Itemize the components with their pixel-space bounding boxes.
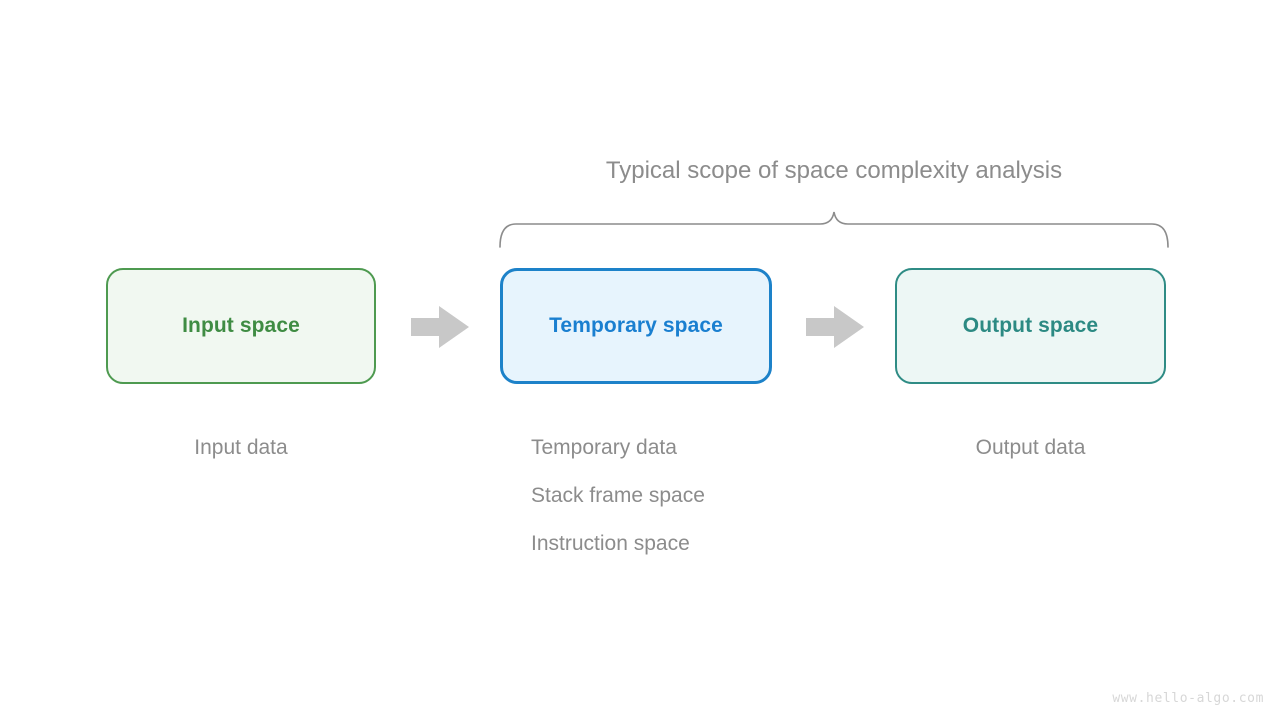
box-input-space[interactable]: Input space (106, 268, 376, 384)
box-temporary-space-label: Temporary space (549, 314, 723, 337)
arrow-right-icon (806, 306, 864, 348)
caption-temporary-list: Temporary data Stack frame space Instruc… (531, 424, 705, 568)
box-output-space[interactable]: Output space (895, 268, 1166, 384)
arrow-right-icon (411, 306, 469, 348)
caption-temporary-data: Temporary data (531, 436, 677, 459)
caption-instruction-space: Instruction space (531, 532, 690, 555)
watermark: www.hello-algo.com (1112, 691, 1264, 706)
caption-stack-frame-space: Stack frame space (531, 484, 705, 507)
scope-title: Typical scope of space complexity analys… (605, 157, 1063, 184)
box-temporary-space[interactable]: Temporary space (500, 268, 772, 384)
box-output-space-label: Output space (962, 314, 1099, 337)
scope-brace-icon (499, 211, 1169, 248)
caption-input-data: Input data (194, 436, 288, 459)
box-input-space-label: Input space (182, 314, 300, 337)
caption-output-data: Output data (975, 436, 1086, 459)
